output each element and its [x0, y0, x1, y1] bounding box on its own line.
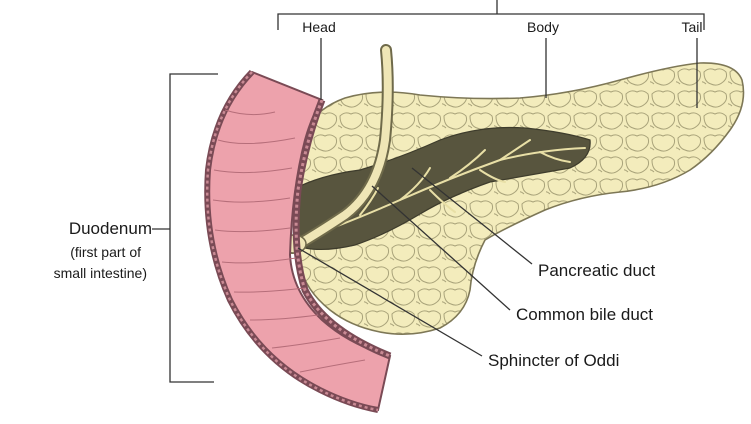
duodenum-sublabel-1: (first part of: [70, 244, 141, 260]
head-label: Head: [302, 19, 335, 35]
common-bile-duct-label: Common bile duct: [516, 305, 653, 324]
duodenum-sublabel-2: small intestine): [54, 265, 147, 281]
pancreatic-duct-label: Pancreatic duct: [538, 261, 655, 280]
sphincter-of-oddi-label: Sphincter of Oddi: [488, 351, 619, 370]
tail-label: Tail: [681, 19, 702, 35]
duodenum-label: Duodenum: [69, 219, 152, 238]
body-label: Body: [527, 19, 559, 35]
